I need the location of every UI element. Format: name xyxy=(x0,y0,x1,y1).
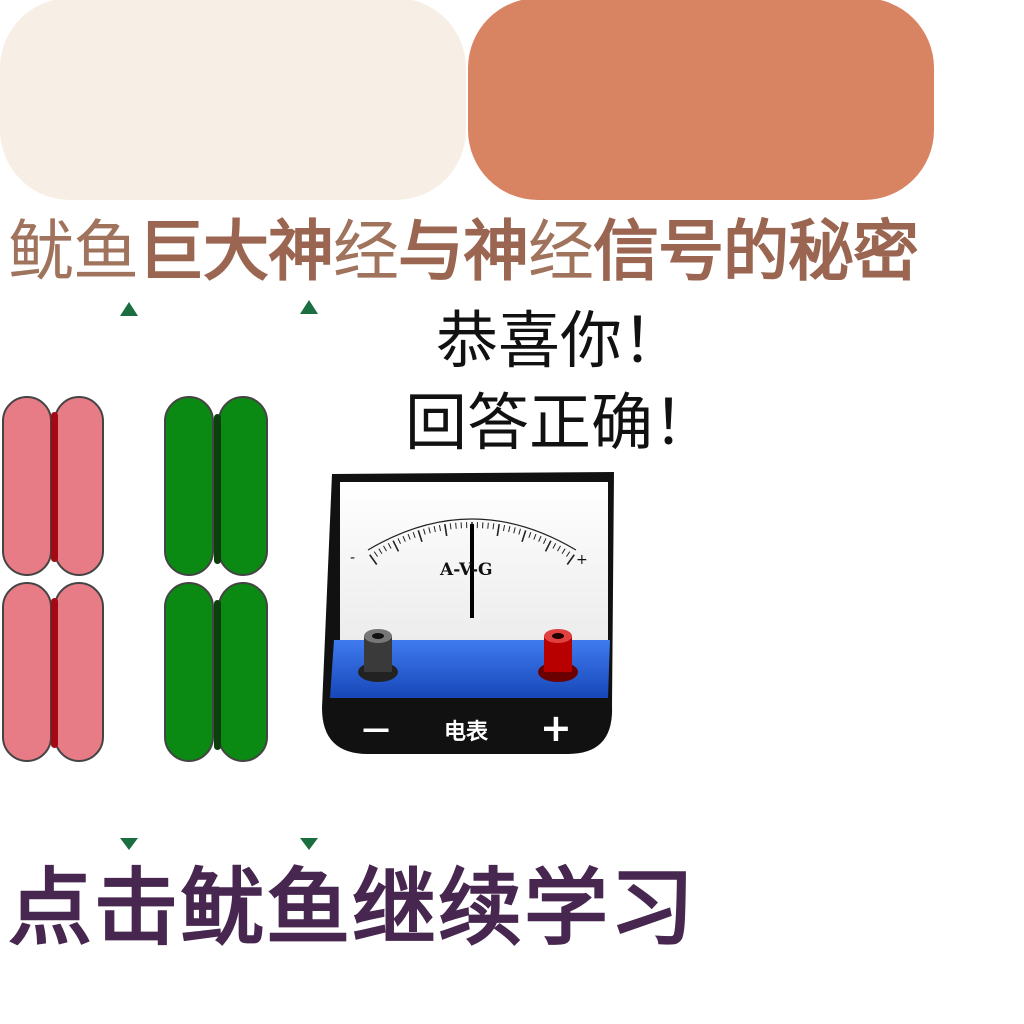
scale-tick xyxy=(557,545,561,552)
green-capsule xyxy=(218,582,268,762)
meter-name-label: 电表 xyxy=(444,720,489,745)
pink-capsule xyxy=(2,582,52,762)
scale-tick xyxy=(387,542,392,549)
right-top-panel[interactable] xyxy=(468,0,934,200)
scale-tick xyxy=(508,526,511,533)
meter-scale-ticks xyxy=(369,522,575,565)
scale-tick xyxy=(566,551,571,557)
marker-triangle-icon xyxy=(120,838,138,850)
scale-tick xyxy=(402,535,406,542)
scale-tick xyxy=(407,533,411,540)
left-top-panel[interactable] xyxy=(0,0,466,200)
scale-tick xyxy=(487,522,489,529)
meter-minus-mark: - xyxy=(350,550,356,566)
green-capsule xyxy=(164,396,214,576)
marker-triangle-icon xyxy=(300,838,318,850)
voltmeter-graphic xyxy=(322,472,614,754)
scale-tick xyxy=(502,524,506,532)
feedback-message: 恭喜你！ 回答正确！ xyxy=(370,300,750,464)
scale-tick xyxy=(538,535,542,542)
scale-tick xyxy=(552,542,557,549)
scale-tick xyxy=(544,540,552,552)
feedback-line-2: 回答正确！ xyxy=(404,386,715,459)
title-part-4: 与神 xyxy=(398,213,529,290)
green-capsule xyxy=(218,396,268,576)
scale-tick xyxy=(392,540,400,552)
scale-tick xyxy=(383,545,387,552)
title-part-3: 经 xyxy=(333,213,399,290)
marker-triangle-icon xyxy=(300,300,318,314)
pink-seam xyxy=(51,412,58,562)
scale-tick xyxy=(397,538,401,544)
meter-minus-terminal-label: — xyxy=(362,712,390,745)
scale-tick xyxy=(543,538,547,544)
marker-triangle-icon xyxy=(120,302,138,316)
scale-tick xyxy=(496,523,500,537)
green-seam xyxy=(214,414,221,564)
green-seam xyxy=(214,600,221,750)
pink-capsule xyxy=(54,582,104,762)
page-title: 鱿鱼巨大神经与神经信号的秘密 xyxy=(8,214,1018,290)
green-capsule xyxy=(164,582,214,762)
scale-tick xyxy=(561,548,566,555)
title-part-2: 巨大神 xyxy=(138,213,334,290)
scale-tick xyxy=(428,527,431,534)
title-part-5: 经 xyxy=(528,213,594,290)
voltmeter[interactable]: A-V-G - + — 电表 + xyxy=(318,468,618,758)
title-part-1: 鱿鱼 xyxy=(8,213,139,290)
scale-tick xyxy=(513,527,516,534)
scale-tick xyxy=(417,530,423,543)
pink-capsule xyxy=(2,396,52,576)
scale-tick xyxy=(438,524,442,532)
scale-tick xyxy=(444,523,448,537)
scale-tick xyxy=(373,551,378,557)
pink-capsule xyxy=(54,396,104,576)
scale-tick xyxy=(521,530,527,543)
scale-tick xyxy=(518,528,521,535)
scale-tick xyxy=(412,531,416,538)
meter-scale-label: A-V-G xyxy=(440,560,493,580)
scale-tick xyxy=(566,554,575,565)
scale-tick xyxy=(528,531,532,538)
pink-seam xyxy=(51,598,58,748)
title-part-6: 信号的秘密 xyxy=(593,213,919,290)
scale-tick xyxy=(369,554,378,565)
scale-tick xyxy=(433,526,436,533)
scale-tick xyxy=(378,548,383,555)
meter-plus-mark: + xyxy=(576,552,588,568)
scale-tick xyxy=(455,522,457,529)
feedback-line-1: 恭喜你！ xyxy=(435,304,684,377)
scale-tick xyxy=(533,533,537,540)
scale-tick xyxy=(449,523,452,530)
continue-learning-prompt[interactable]: 点击鱿鱼继续学习 xyxy=(8,859,697,957)
scale-tick xyxy=(492,523,495,530)
scale-tick xyxy=(423,528,426,535)
meter-plus-terminal-label: + xyxy=(540,706,572,750)
